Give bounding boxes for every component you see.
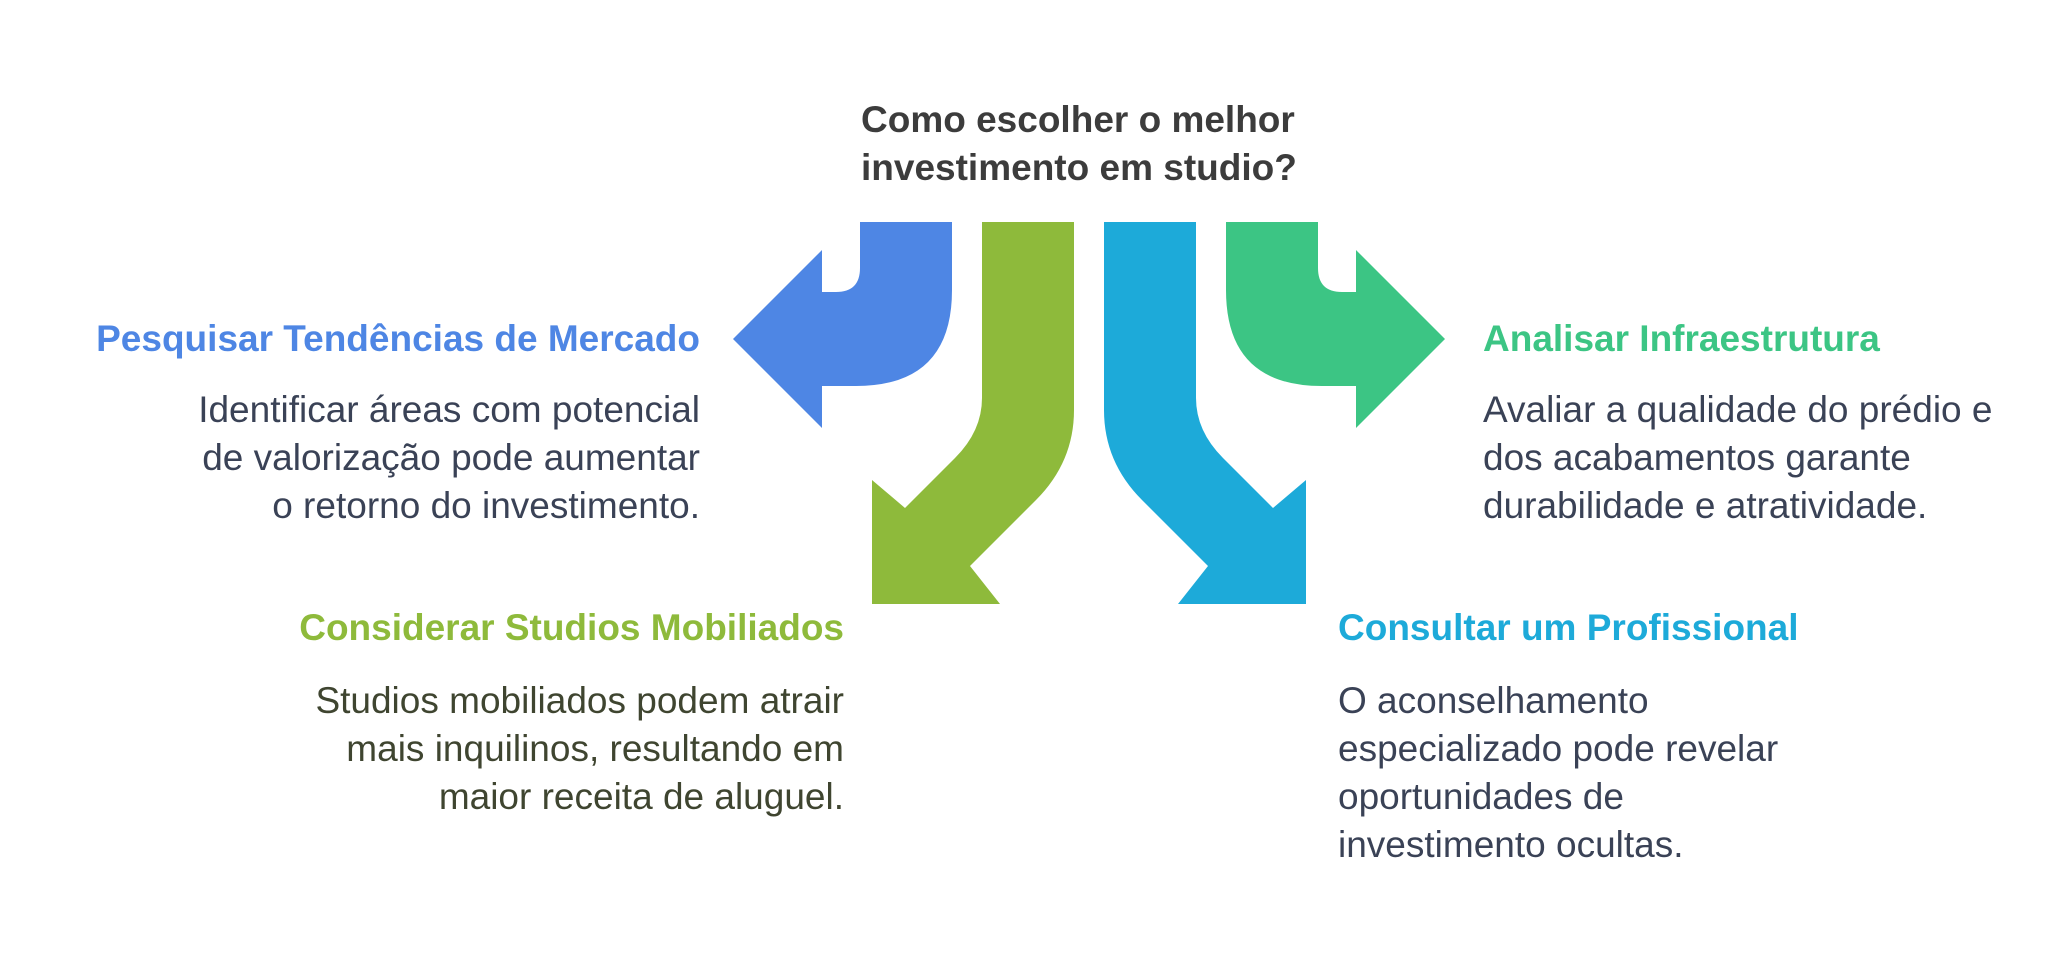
teal-arrow	[1226, 222, 1445, 428]
description-furnished: Studios mobiliados podem atrair mais inq…	[315, 680, 844, 817]
heading-infrastructure: Analisar Infraestrutura	[1483, 318, 1880, 359]
description-professional: O aconselhamento especializado pode reve…	[1338, 680, 1779, 865]
blue-arrow	[733, 222, 952, 428]
heading-professional: Consultar um Profissional	[1338, 607, 1799, 648]
description-research: Identificar áreas com potencial de valor…	[198, 389, 700, 526]
heading-furnished: Considerar Studios Mobiliados	[299, 607, 844, 648]
description-infrastructure: Avaliar a qualidade do prédio e dos acab…	[1483, 389, 1993, 526]
cyan-arrow	[1104, 222, 1306, 604]
green-arrow	[872, 222, 1074, 604]
heading-research: Pesquisar Tendências de Mercado	[96, 318, 700, 359]
diagram-title: Como escolher o melhor investimento em s…	[861, 99, 1297, 188]
